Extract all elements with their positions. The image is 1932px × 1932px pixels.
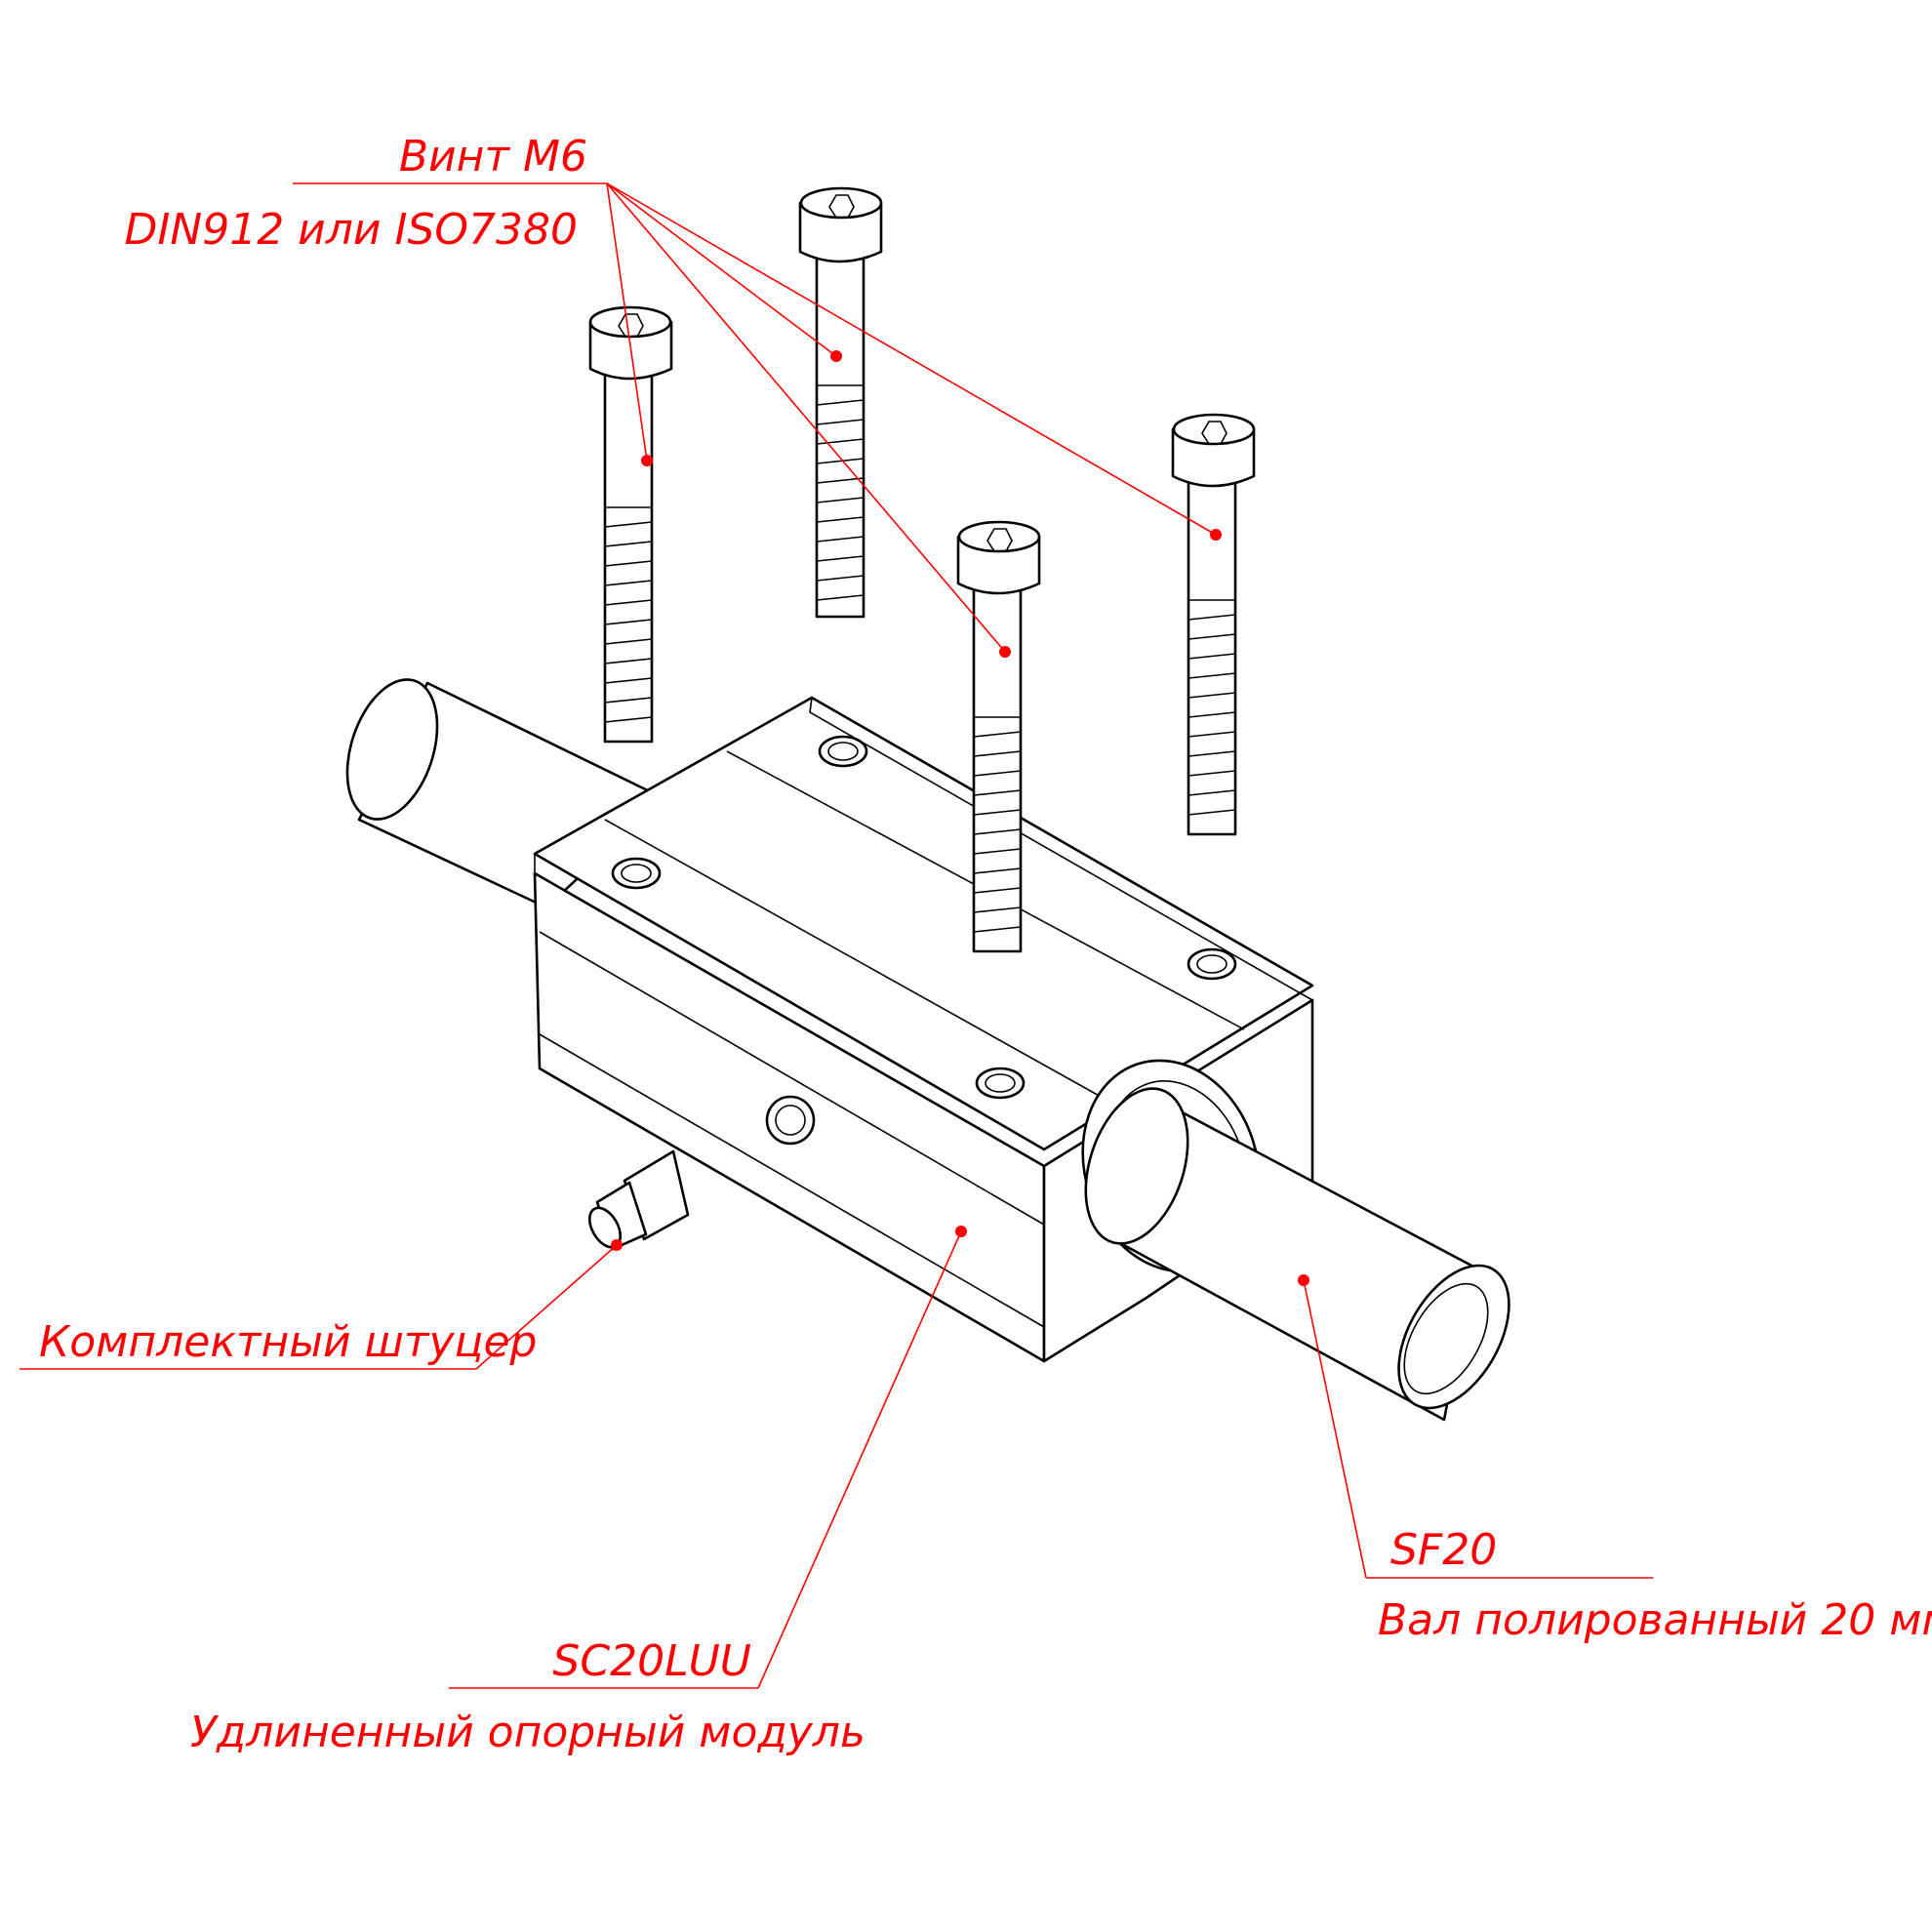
label-screw-standard: DIN912 или ISO7380 xyxy=(124,205,578,255)
label-shaft-code: SF20 xyxy=(1390,1525,1497,1575)
screw-2 xyxy=(798,186,883,619)
label-screw-title: Винт М6 xyxy=(399,132,587,181)
label-shaft-name: Вал полированный 20 мм xyxy=(1378,1595,1932,1645)
grease-fitting xyxy=(587,1149,690,1251)
label-module-code: SC20LUU xyxy=(552,1636,751,1686)
label-module-name: Удлиненный опорный модуль xyxy=(190,1708,865,1757)
leaders xyxy=(20,182,1653,1689)
support-block xyxy=(533,696,1314,1363)
leader-dots xyxy=(611,350,1309,1286)
screw-1 xyxy=(588,305,673,744)
screw-4 xyxy=(1171,413,1256,836)
label-grease-fitting: Комплектный штуцер xyxy=(39,1317,538,1367)
shaft-front xyxy=(1084,1087,1510,1422)
